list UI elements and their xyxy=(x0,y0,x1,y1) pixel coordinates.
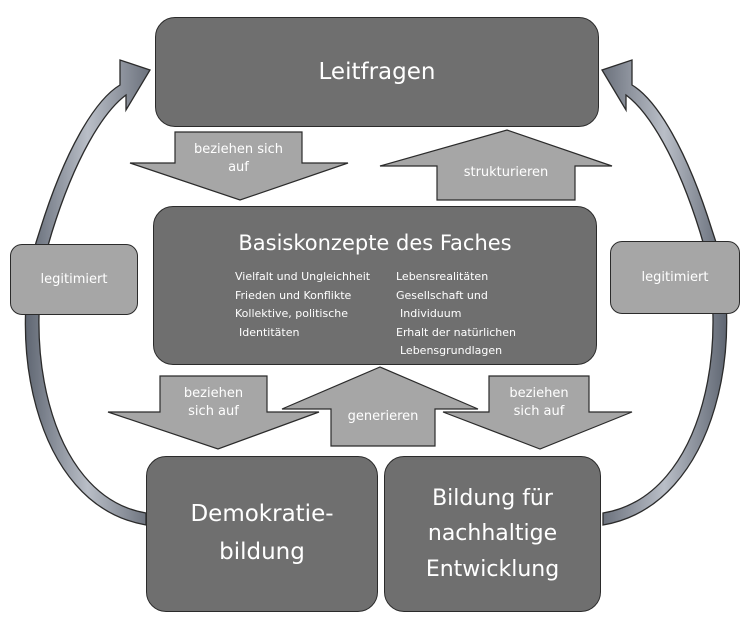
node-basiskonzepte-title: Basiskonzepte des Faches xyxy=(238,231,512,255)
bne-line-3: Entwicklung xyxy=(425,556,560,582)
arrow-strukturieren xyxy=(379,129,613,201)
arrow-label-line: generieren xyxy=(347,409,419,424)
demokratie-line-1: Demokratie- xyxy=(190,501,334,528)
arrow-label-line: auf xyxy=(228,159,249,175)
bne-line-1: Bildung für xyxy=(432,486,553,512)
concept-item: Kollektive, politische xyxy=(235,307,348,320)
curved-arrow-right xyxy=(601,59,728,526)
basiskonzepte-left-list: Vielfalt und Ungleichheit Frieden und Ko… xyxy=(235,268,370,342)
arrow-label-line: beziehen xyxy=(183,386,244,401)
concept-item: Erhalt der natürlichen xyxy=(396,325,517,339)
arrow-beziehen-top xyxy=(129,131,349,201)
node-basiskonzepte xyxy=(153,206,597,365)
arrow-label-line: sich auf xyxy=(513,403,565,419)
arrow-label-strukturieren: strukturieren xyxy=(437,164,575,182)
concept-item: Lebensgrundlagen xyxy=(400,344,503,357)
node-bildung-nachhaltige-entwicklung: Bildung für nachhaltige Entwicklung xyxy=(384,456,601,612)
arrow-generieren xyxy=(281,366,479,447)
arrow-beziehen-left xyxy=(107,375,320,450)
node-leitfragen-label: Leitfragen xyxy=(318,59,436,85)
arrow-label-line: beziehen xyxy=(509,386,569,401)
arrow-label-beziehen-right: beziehen sich auf xyxy=(489,385,589,420)
concept-item: Gesellschaft und xyxy=(396,288,488,302)
legitimiert-right-label: legitimiert xyxy=(641,270,709,285)
concept-item: Identitäten xyxy=(239,325,300,339)
node-leitfragen: Leitfragen xyxy=(155,17,599,127)
arrow-label-generieren: generieren xyxy=(331,408,435,426)
arrow-label-line: strukturieren xyxy=(463,165,549,180)
node-demokratiebildung: Demokratie- bildung xyxy=(146,456,378,612)
legitimiert-left-label: legitimiert xyxy=(40,272,108,287)
bne-line-2: nachhaltige xyxy=(427,521,558,547)
concept-item: Lebensrealitäten xyxy=(396,270,489,283)
arrow-label-line: sich auf xyxy=(188,403,239,419)
curved-arrow-left xyxy=(24,59,151,526)
arrow-label-line: beziehen sich xyxy=(193,142,284,157)
demokratie-line-2: bildung xyxy=(219,539,305,565)
basiskonzepte-right-list: Lebensrealitäten Gesellschaft und Indivi… xyxy=(396,268,516,361)
arrow-label-beziehen-top: beziehen sich auf xyxy=(175,141,302,176)
node-legitimiert-right: legitimiert xyxy=(610,241,740,314)
arrow-label-beziehen-left: beziehen sich auf xyxy=(160,385,267,420)
arrow-beziehen-right xyxy=(442,375,633,450)
concept-item: Vielfalt und Ungleichheit xyxy=(235,270,371,283)
node-legitimiert-left: legitimiert xyxy=(10,244,138,315)
concept-item: Individuum xyxy=(400,307,462,320)
concept-item: Frieden und Konflikte xyxy=(235,288,352,302)
